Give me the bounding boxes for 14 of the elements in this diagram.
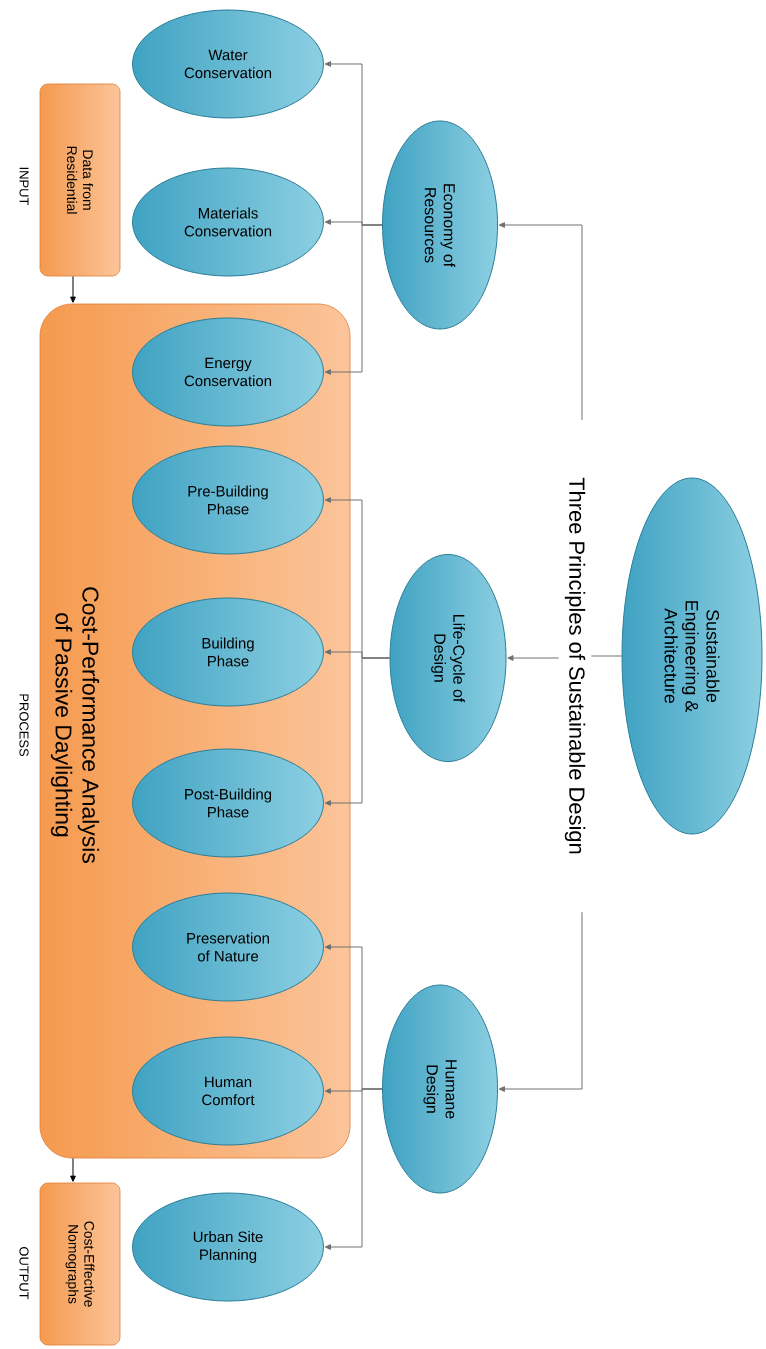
heading-text: Three Principles of Sustainable Design (564, 477, 586, 854)
arrow (498, 222, 583, 421)
arrow (498, 911, 583, 1092)
stage-box: Cost-Effective Nomographs (39, 1182, 121, 1346)
side-label: PROCESS (19, 694, 29, 757)
arrow (324, 224, 383, 375)
side-label: INPUT (19, 167, 29, 206)
arrow (70, 275, 76, 303)
arrow (324, 1088, 383, 1250)
side-label: OUTPUT (19, 1247, 29, 1300)
stage-box: Data from Residential (39, 83, 121, 277)
arrow (324, 657, 390, 806)
arrow (507, 655, 560, 661)
arrow (70, 1157, 76, 1182)
